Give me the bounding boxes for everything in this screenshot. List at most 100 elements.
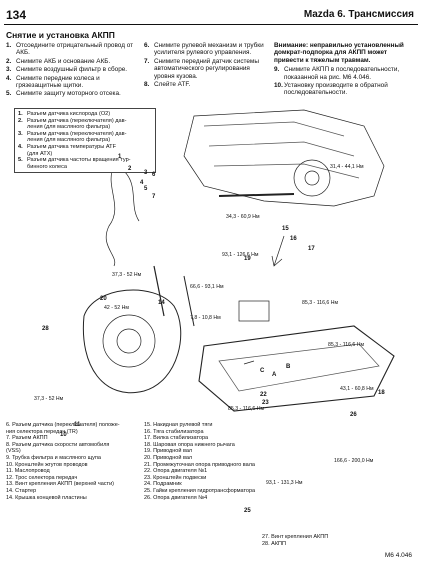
legend-item: 25. Гайки крепления гидротрансформатора [144, 487, 256, 494]
callout-number: 6 [152, 172, 156, 178]
callout-number: 23 [262, 400, 269, 406]
warning-block: Внимание: неправильно установленный домк… [274, 42, 414, 64]
step-item: 7.Снимите передний датчик системы автома… [144, 58, 268, 80]
box-item-text: Разъем датчика температуры ATF [27, 143, 117, 150]
diagram-drawing [82, 109, 395, 412]
box-item: 1. Разъем датчика кислорода (O2) [18, 111, 152, 118]
step-number: 2. [6, 57, 12, 65]
step-item: 9.Снимите АКПП в последовательности, пок… [274, 66, 414, 81]
callout-number: 7 [152, 194, 156, 200]
step-item: 10.Установку производите в обратной посл… [274, 82, 414, 97]
step-number: 8. [144, 81, 150, 89]
oil-pipe [183, 275, 195, 327]
engine-mount [238, 300, 270, 322]
step-number: 4. [6, 74, 12, 82]
box-item: 3. Разъем датчика (переключателя) дав- [18, 131, 152, 138]
box-item-text: ления (для масляного фильтра) [27, 124, 111, 131]
step-number: 7. [144, 57, 150, 65]
legend-item: 11. Маслопровод [6, 468, 50, 475]
box-item-number: 4. [18, 143, 23, 150]
step-item: 8.Слейте ATF. [144, 81, 268, 88]
drive-shaft [218, 193, 295, 197]
step-text: Снимите АКПП в последовательности, показ… [284, 66, 400, 81]
step-number: 6. [144, 42, 150, 49]
callout-number: 5 [144, 186, 148, 192]
legend-item: 20. Приводной вал [144, 454, 193, 461]
step-text: Снимите защиту моторного отсека. [16, 90, 121, 98]
step-number: 3. [6, 66, 12, 74]
step-item: 4.Снимите передние колеса и грязезащитны… [6, 75, 138, 90]
box-item-number: 1. [18, 111, 23, 117]
step-text: Снимите воздушный фильтр в сборе. [16, 66, 128, 74]
legend-item: 24. Подрамник [144, 481, 182, 488]
box-item-text: Разъем датчика частоты вращения тур- [27, 157, 131, 164]
callout-number: 25 [244, 508, 251, 514]
hub [304, 170, 320, 186]
callout-number: 19 [244, 256, 251, 262]
callout-number: 11 [74, 422, 81, 428]
torque-label: 93,1 - 126,6 Нм [222, 252, 259, 258]
torque-label: 43,1 - 60,8 Нм [340, 386, 374, 392]
legend-item: 28. АКПП [262, 540, 286, 547]
step-text: Снимите АКБ и основание АКБ. [16, 57, 111, 65]
legend-item: 18. Шаровая опора нижнего рычага [144, 441, 235, 448]
subframe [198, 325, 395, 412]
legend-item: 21. Промежуточная опора приводного вала [144, 461, 255, 468]
box-item-text: Разъем датчика кислорода (O2) [27, 111, 111, 117]
box-item: 4. Разъем датчика температуры ATF [18, 144, 152, 151]
legend-item: 10. Кронштейн жгутов проводов [6, 461, 88, 468]
legend-item: 6. Разъем датчика (переключателя) положе… [6, 422, 120, 428]
warning-title: Внимание: [274, 42, 309, 49]
steps-column-3: Внимание: неправильно установленный домк… [274, 42, 414, 98]
box-item-text: Разъем датчика (переключателя) дав- [27, 130, 127, 137]
callout-label: B [286, 364, 291, 370]
callout-number: 26 [350, 412, 357, 418]
legend-item: (VSS) [6, 448, 21, 455]
step-item: 5.Снимите защиту моторного отсека. [6, 90, 138, 97]
torque-label: 93,1 - 131,3 Нм [266, 480, 303, 486]
torque-label: 85,3 - 116,6 Нм [302, 300, 339, 306]
arrow-2 [243, 360, 255, 365]
torque-label: 85,3 - 116,6 Нм [228, 406, 265, 412]
callout-box: 1. Разъем датчика кислорода (O2) 2. Разъем … [14, 108, 156, 174]
callout-number: 14 [158, 300, 165, 306]
step-item: 6. Снимите рулевой механизм и трубки усил… [144, 42, 268, 57]
callout-number: 10 [60, 432, 67, 438]
engine-detail [203, 121, 360, 179]
page-header: 134 Mazda 6. Трансмиссия [0, 0, 422, 26]
box-item-number: 3. [18, 130, 23, 137]
box-item: 2. Разъем датчика (переключателя) дав- [18, 118, 152, 125]
legend-item: 12. Трос селектора передач [6, 474, 78, 481]
dipstick-tube [153, 265, 165, 317]
callout-number: 28 [42, 326, 49, 332]
legend-item: 9. Трубка фильтра и масляного щупа [6, 454, 101, 461]
step-text: Установку производите в обратной последо… [284, 82, 388, 97]
callout-label: C [260, 368, 265, 374]
box-item-text: бинного колеса [27, 163, 67, 170]
callout-number: 20 [100, 296, 107, 302]
torque-label: 37,3 - 52 Нм [34, 396, 64, 402]
box-item-text: (для ATX) [27, 150, 53, 157]
steps-column-1: 1.Отсоедините отрицательный провод от АК… [6, 42, 138, 99]
callout-number: 3 [144, 170, 148, 176]
step-text: Снимите рулевой механизм и трубки усилит… [154, 42, 264, 57]
converter [116, 328, 142, 354]
box-item: ления (для масляного фильтра) [18, 124, 152, 131]
callout-number: 18 [378, 390, 385, 396]
box-item-number: 2. [18, 117, 23, 124]
torque-label: 31,4 - 44,1 Нм [330, 164, 364, 170]
steps-column-2: 6. Снимите рулевой механизм и трубки усил… [144, 42, 268, 89]
box-item-text: Разъем датчика (переключателя) дав- [27, 117, 127, 124]
step-item: 3. Снимите воздушный фильтр в сборе. [6, 66, 138, 73]
legend-item: 7. Разъем АКПП [6, 435, 48, 442]
callout-number: 15 [282, 226, 289, 232]
transmission-exploded-diagram: 1. Разъем датчика кислорода (O2) 2. Разъем … [4, 106, 418, 546]
torque-label: 166,6 - 200,0 Нм [334, 458, 374, 464]
figure-id: М6 4.046 [384, 552, 412, 559]
step-item: 1.Отсоедините отрицательный провод от АК… [6, 42, 138, 57]
header-rule [4, 24, 418, 25]
torque-label: 37,3 - 52 Нм [112, 272, 142, 278]
page-number: 134 [6, 8, 27, 22]
